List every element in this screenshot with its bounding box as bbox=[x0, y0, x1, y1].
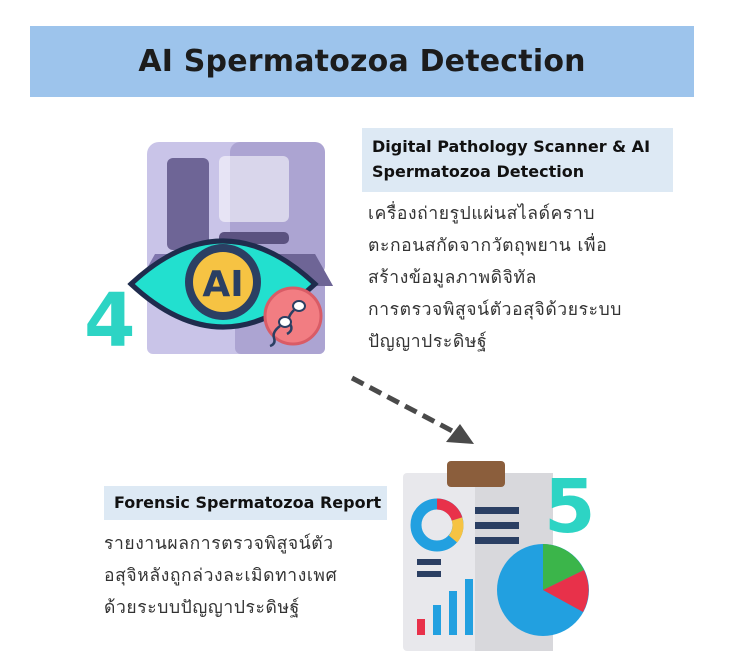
step-5-text-line: ด้วยระบบปัญญาประดิษฐ์ bbox=[104, 598, 300, 618]
step-4-number: 4 bbox=[84, 278, 136, 364]
step-4-heading-line-1: Digital Pathology Scanner & AI bbox=[372, 137, 651, 156]
step-4-text-line: ตะกอนสกัดจากวัตถุพยาน เพื่อ bbox=[368, 236, 608, 256]
step-4-heading: Digital Pathology Scanner & AI Spermatoz… bbox=[362, 128, 673, 192]
ai-eye-label: AI bbox=[202, 264, 243, 305]
page-title: AI Spermatozoa Detection bbox=[138, 44, 586, 79]
step-4-text-line: เครื่องถ่ายรูปแผ่นสไลด์คราบ bbox=[368, 204, 596, 224]
step-5-text-line: รายงานผลการตรวจพิสูจน์ตัว bbox=[104, 534, 334, 554]
scanner-icon: AI bbox=[127, 142, 333, 354]
step-5-number: 5 bbox=[544, 464, 596, 550]
step-4-text-line: การตรวจพิสูจน์ตัวอสุจิด้วยระบบ bbox=[368, 300, 622, 320]
title-bar: AI Spermatozoa Detection bbox=[30, 26, 694, 97]
step-4-text-line: สร้างข้อมูลภาพดิจิทัล bbox=[368, 268, 537, 288]
report-clipboard-icon bbox=[403, 461, 589, 651]
arrow-icon bbox=[350, 375, 474, 444]
sperm-cell-icon bbox=[263, 286, 323, 348]
step-5-description: รายงานผลการตรวจพิสูจน์ตัว อสุจิหลังถูกล่… bbox=[104, 528, 337, 624]
step-5-text-line: อสุจิหลังถูกล่วงละเมิดทางเพศ bbox=[104, 566, 338, 586]
step-4-text-line: ปัญญาประดิษฐ์ bbox=[368, 332, 488, 352]
step-4-description: เครื่องถ่ายรูปแผ่นสไลด์คราบ ตะกอนสกัดจาก… bbox=[368, 198, 622, 358]
bar-chart-icon bbox=[417, 579, 473, 635]
donut-chart-icon bbox=[410, 498, 464, 552]
pie-chart-icon bbox=[497, 544, 589, 636]
step-4-heading-line-2: Spermatozoa Detection bbox=[372, 162, 585, 181]
step-5-heading: Forensic Spermatozoa Report bbox=[104, 486, 387, 520]
